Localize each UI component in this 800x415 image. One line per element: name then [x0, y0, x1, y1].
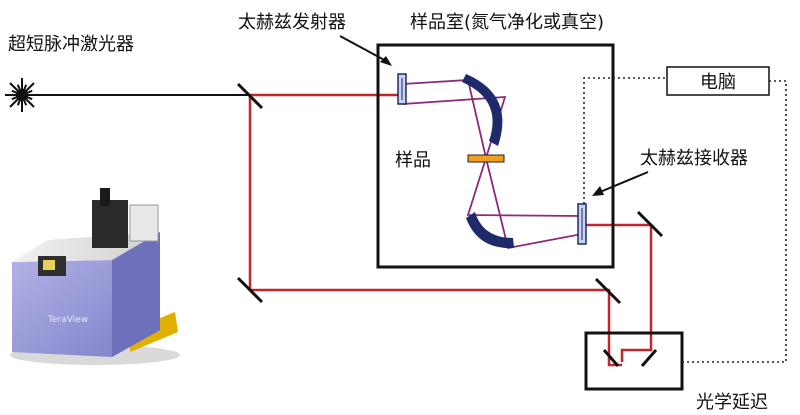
delay-label: 光学延迟 — [696, 392, 768, 413]
thz-beam-bottom-a — [466, 157, 583, 217]
device-screen-display — [43, 260, 55, 270]
mirror-lower-right — [594, 277, 622, 305]
device-side — [112, 232, 160, 357]
thz-beam-top-a — [402, 79, 487, 159]
sample-chamber-box — [376, 43, 615, 269]
emitter-pointer-arrow — [339, 35, 389, 63]
device-rear-module — [129, 204, 159, 242]
probe-beam-lower — [248, 97, 622, 367]
device-brand-text: TeraView — [47, 315, 88, 325]
flat-mirrors — [236, 82, 664, 367]
probe-beam-upper — [585, 223, 653, 362]
emitter-arrowhead — [380, 56, 392, 66]
receiver-pointer-arrow — [599, 171, 649, 193]
sample-slab — [467, 154, 505, 163]
optical-delay-box — [584, 331, 684, 391]
receiver-to-computer-line — [583, 77, 667, 204]
parabolic-mirror-top — [462, 74, 503, 146]
burst-core — [16, 89, 28, 101]
laser-beam-paths — [248, 93, 653, 367]
emitter-label: 太赫兹发射器 — [238, 12, 346, 33]
mirror-lower-left — [236, 276, 264, 304]
signal-connections — [583, 77, 787, 363]
delay-mirror-right — [640, 349, 658, 367]
chamber-label: 样品室(氮气净化或真空) — [410, 12, 604, 33]
parabolic-mirror-bottom — [466, 212, 514, 249]
delay-mirror-left — [602, 349, 620, 367]
computer-label: 电脑 — [700, 72, 736, 93]
laser-label: 超短脉冲激光器 — [8, 34, 134, 55]
receiver-label: 太赫兹接收器 — [640, 148, 748, 169]
receiver-arrowhead — [592, 186, 604, 196]
sample-label: 样品 — [395, 150, 431, 171]
mirror-upper-right — [636, 210, 664, 238]
terahertz-system-device-illustration: TeraView — [10, 188, 180, 365]
device-sample-mount — [92, 200, 128, 248]
thz-beam-bottom-b — [485, 157, 583, 250]
computer-box — [666, 66, 770, 96]
laser-burst-icon — [5, 78, 39, 112]
mirror-beamsplitter — [236, 82, 264, 110]
computer-to-delay-line — [682, 80, 787, 363]
device-mount-knob — [100, 188, 110, 206]
